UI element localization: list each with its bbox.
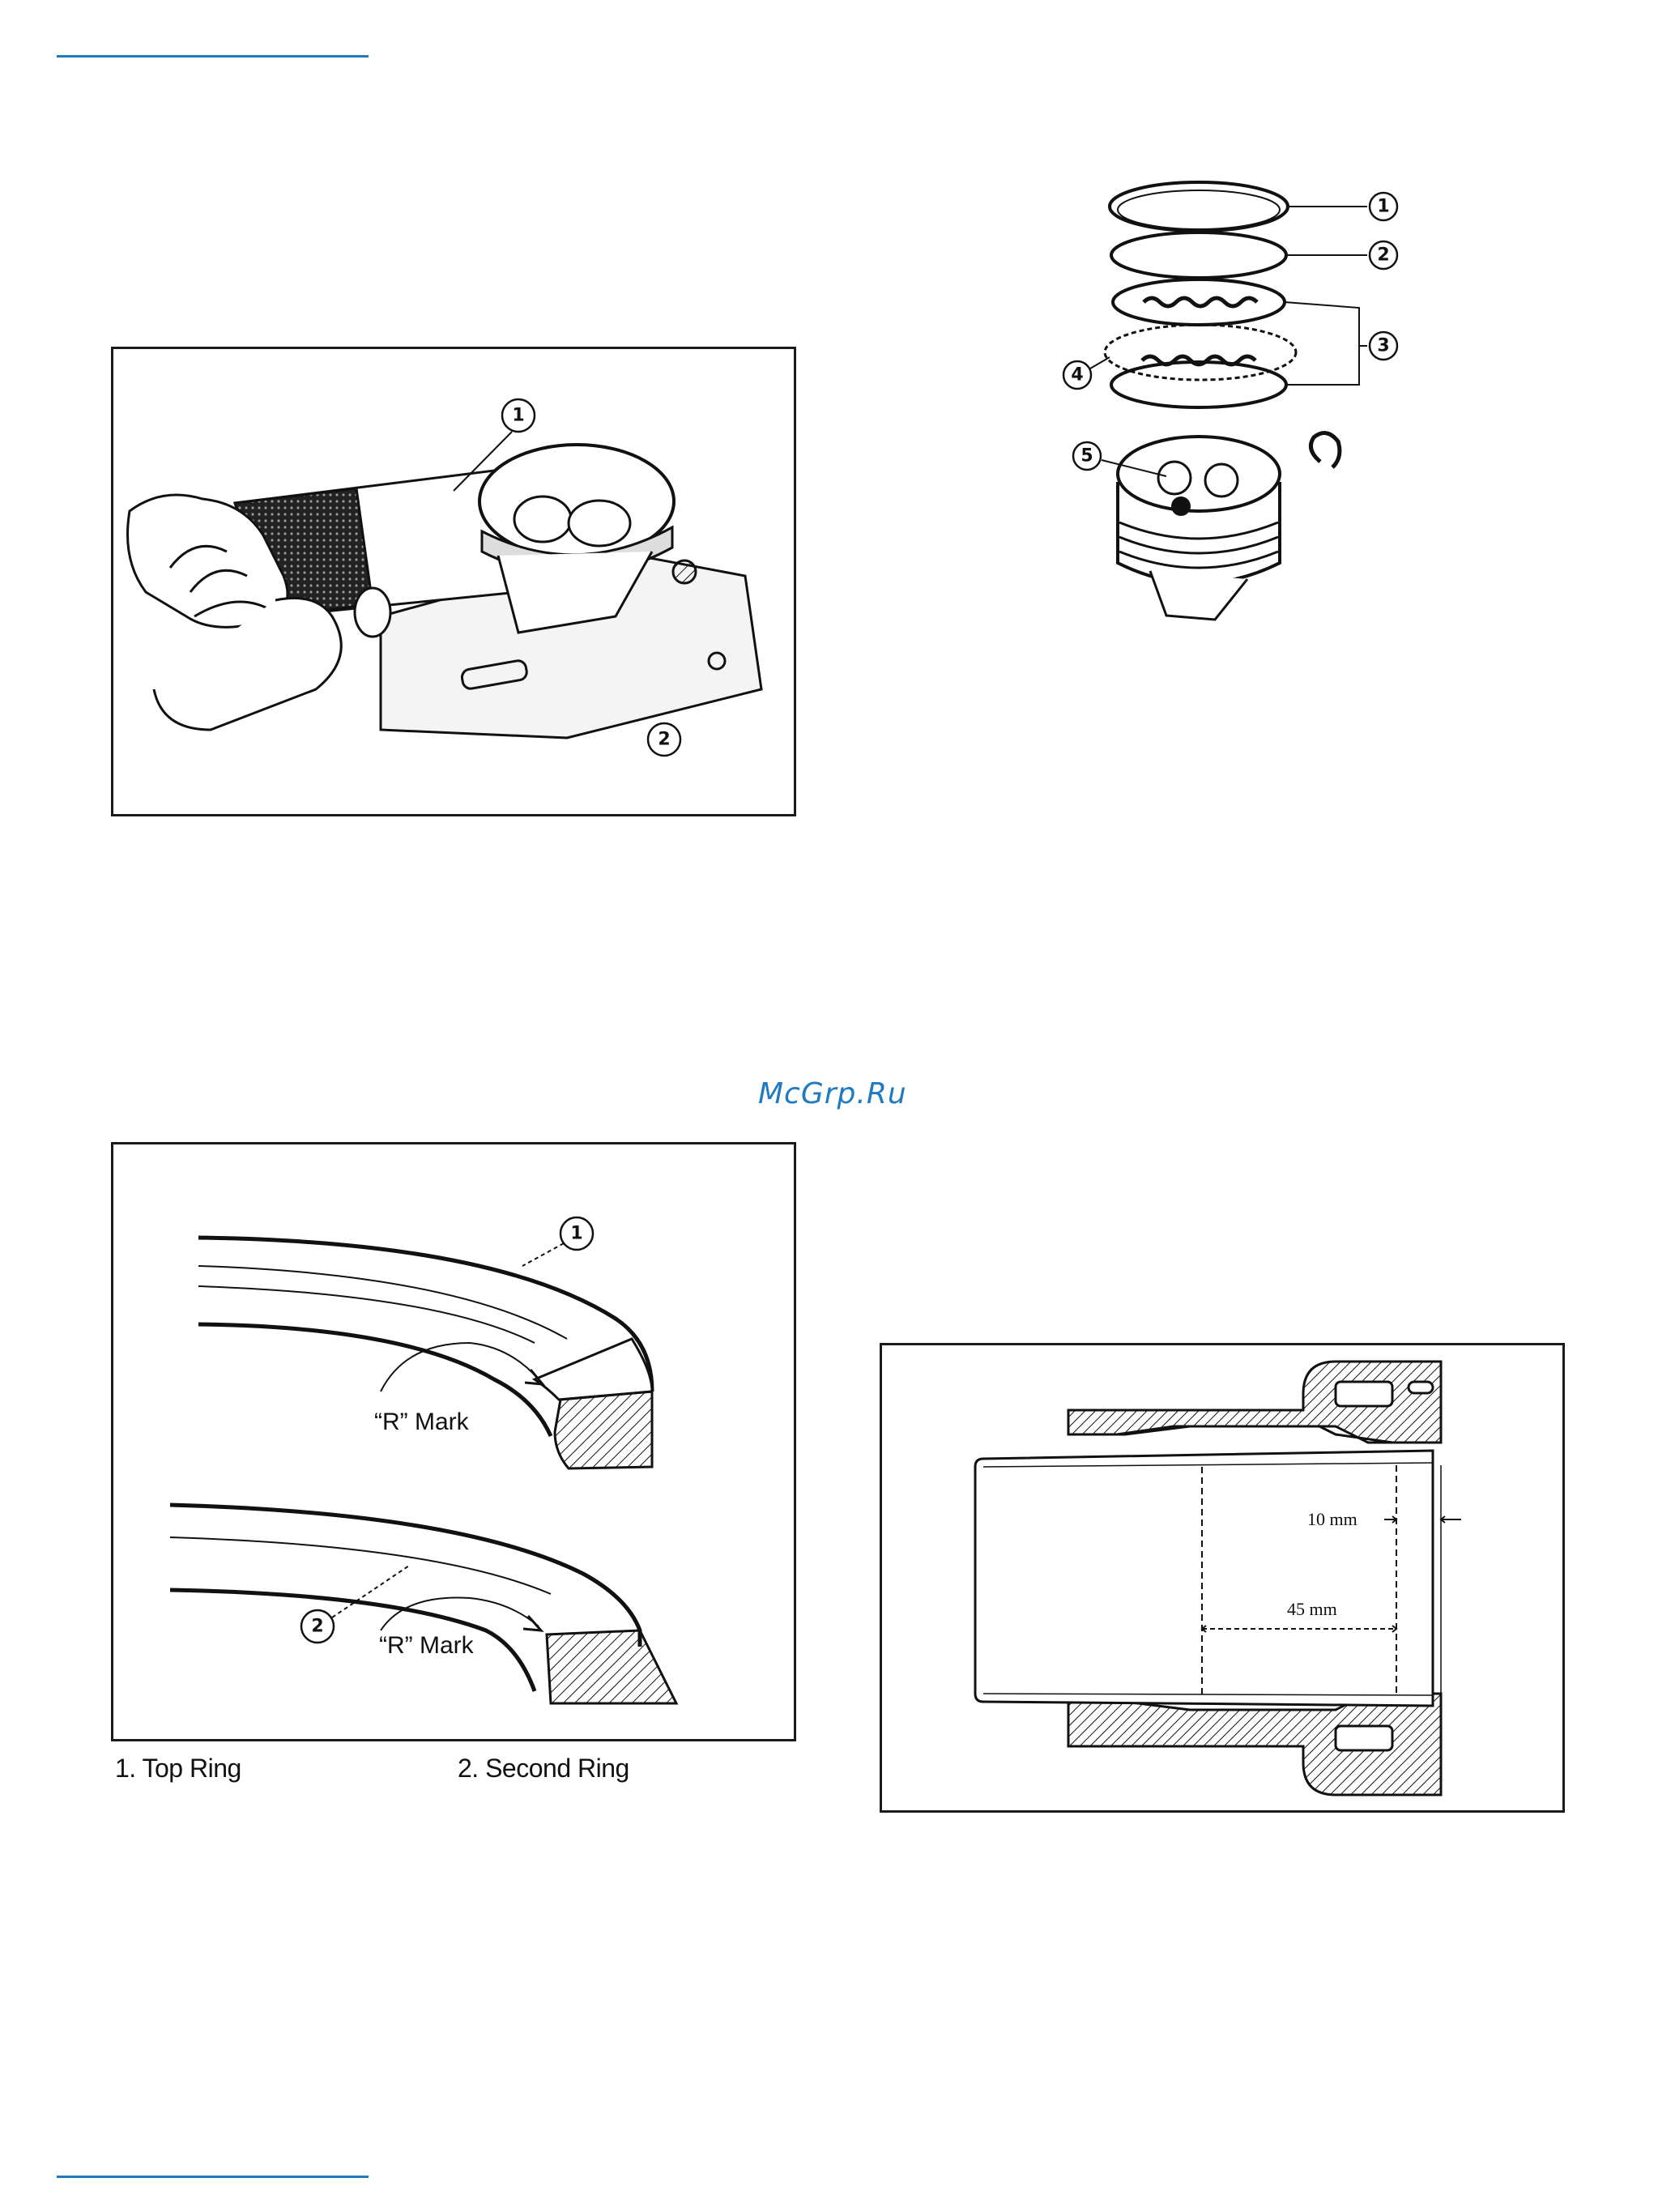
watermark: McGrp.Ru [758,1077,907,1110]
callout-1: 1 [522,1217,593,1266]
svg-text:1: 1 [1377,197,1389,217]
ring-set-illustration: 1 2 3 4 5 [1053,166,1426,636]
callout-3: 3 [1370,332,1397,360]
ring-set-figure: 1 2 3 4 5 [1053,166,1426,636]
svg-text:4: 4 [1071,365,1083,386]
header-rule [57,55,369,58]
svg-text:2: 2 [658,730,670,750]
callout-2: 2 [301,1566,409,1643]
svg-text:2: 2 [1377,245,1389,266]
dim-45mm: 45 mm [1287,1599,1337,1619]
footer-rule [57,2176,369,2178]
callout-5: 5 [1073,442,1101,470]
ring-mark-illustration: “R” Mark “R” Mark 1 2 [113,1144,794,1739]
caption-top-ring: 1. Top Ring [115,1754,241,1784]
svg-text:1: 1 [570,1224,582,1244]
r-mark-label-2: “R” Mark [379,1632,475,1659]
svg-text:2: 2 [311,1617,323,1637]
caption-second-ring: 2. Second Ring [458,1754,629,1784]
r-mark-label-1: “R” Mark [374,1409,470,1435]
piston-install-illustration: 1 2 [113,349,794,814]
callout-2: 2 [648,723,680,756]
ring-mark-figure: “R” Mark “R” Mark 1 2 [111,1142,796,1741]
callout-4: 4 [1063,361,1091,389]
cylinder-section-illustration: 10 mm 45 mm [882,1345,1562,1810]
callout-1: 1 [1370,193,1397,220]
dim-10mm: 10 mm [1307,1509,1357,1529]
svg-text:5: 5 [1080,446,1093,467]
svg-text:1: 1 [512,406,524,426]
piston-install-figure: 1 2 [111,347,796,816]
callout-2: 2 [1370,241,1397,269]
svg-text:3: 3 [1377,336,1389,356]
cylinder-section-figure: 10 mm 45 mm [880,1343,1565,1813]
